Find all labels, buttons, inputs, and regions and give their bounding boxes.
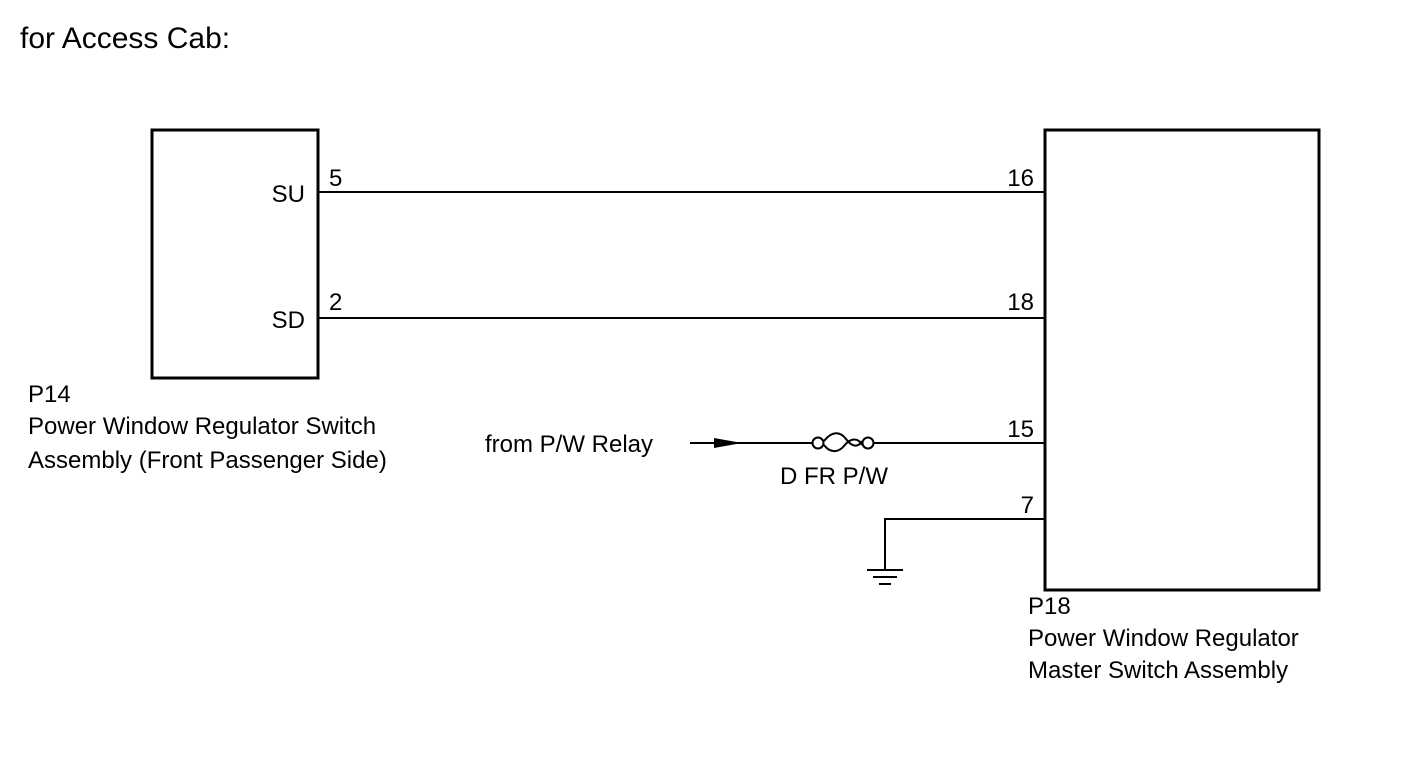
ground-wire bbox=[884, 518, 1045, 570]
p14-code: P14 bbox=[28, 381, 71, 408]
arrow-right-icon bbox=[714, 438, 742, 448]
p18-pin-16: 16 bbox=[1007, 165, 1034, 192]
p14-pin-sd: 2 bbox=[329, 289, 342, 316]
fuse-icon bbox=[811, 432, 875, 453]
ground-icon bbox=[867, 569, 903, 585]
p14-name-line1: Power Window Regulator Switch bbox=[28, 413, 376, 440]
p18-pin-7: 7 bbox=[1021, 492, 1034, 519]
fuse-label: D FR P/W bbox=[780, 463, 888, 490]
p18-name-line2: Master Switch Assembly bbox=[1028, 657, 1288, 684]
p14-terminal-su-label: SU bbox=[272, 181, 305, 208]
diagram-title: for Access Cab: bbox=[20, 22, 230, 55]
p14-name-line2: Assembly (Front Passenger Side) bbox=[28, 447, 387, 474]
p14-pin-su: 5 bbox=[329, 165, 342, 192]
p18-pin-15: 15 bbox=[1007, 416, 1034, 443]
p18-component-box bbox=[1043, 128, 1321, 592]
p14-component-box bbox=[150, 128, 320, 380]
p18-name-line1: Power Window Regulator bbox=[1028, 625, 1299, 652]
p14-terminal-sd-label: SD bbox=[272, 307, 305, 334]
source-label: from P/W Relay bbox=[485, 431, 653, 458]
p18-pin-18: 18 bbox=[1007, 289, 1034, 316]
p18-code: P18 bbox=[1028, 593, 1071, 620]
